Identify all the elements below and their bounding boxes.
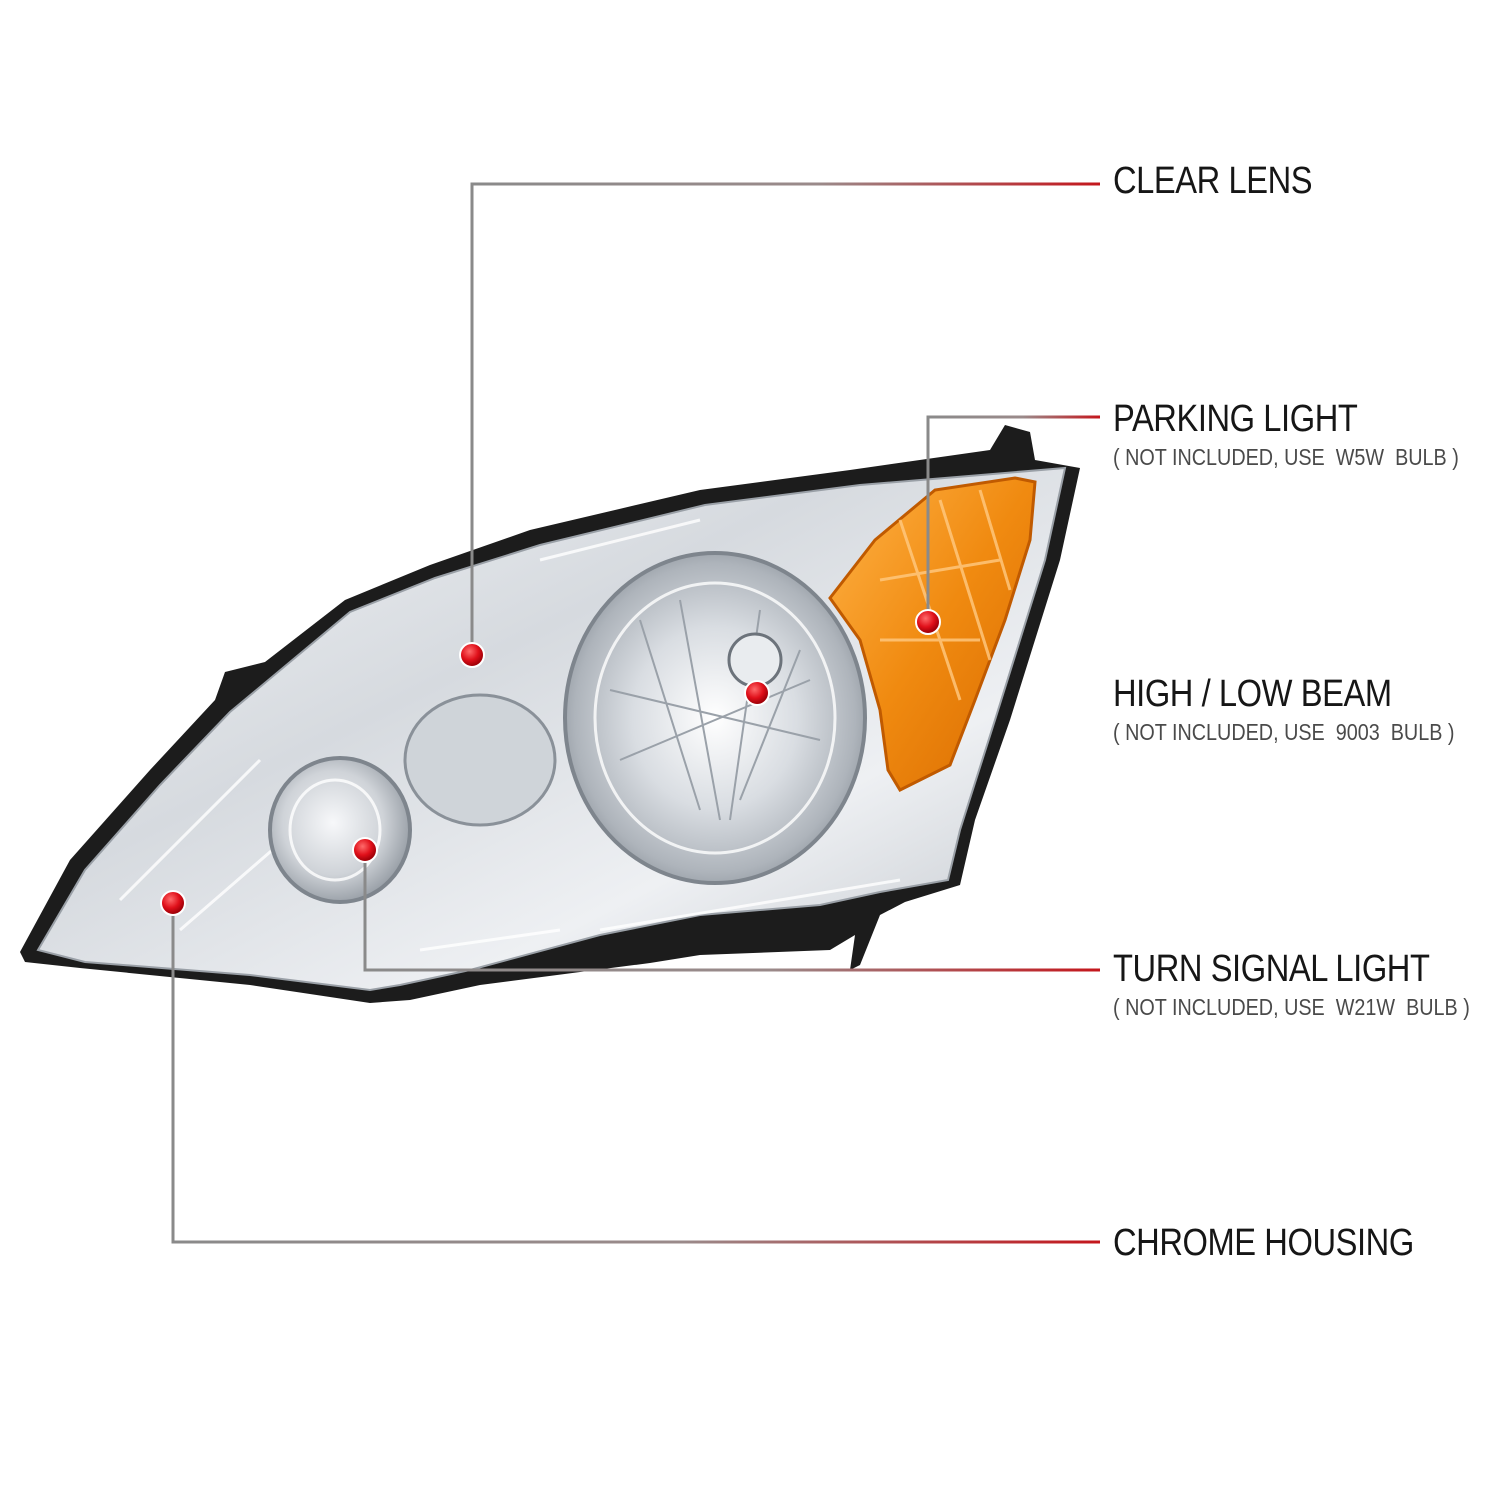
callout-turn-signal-light-subtitle: ( NOT INCLUDED, USE W21W BULB )	[1113, 994, 1470, 1020]
leader-clear-lens	[470, 182, 1100, 655]
beam-facets	[609, 599, 821, 821]
callout-clear-lens-title: CLEAR LENS	[1113, 160, 1313, 202]
turn-signal-inner	[288, 778, 382, 882]
marker-turn-signal-light	[352, 837, 378, 863]
headlight-assembly	[20, 425, 1080, 1003]
callout-chrome-housing-title: CHROME HOUSING	[1113, 1222, 1414, 1264]
leader-lines	[171, 182, 1100, 1244]
marker-parking-light	[915, 609, 941, 635]
marker-chrome-housing	[160, 890, 186, 916]
callout-turn-signal-light-title: TURN SIGNAL LIGHT	[1113, 948, 1430, 990]
callout-parking-light-title: PARKING LIGHT	[1113, 398, 1358, 440]
inner-projector	[403, 693, 557, 827]
leader-parking-light	[926, 415, 1100, 622]
beam-bulb-cap	[727, 632, 783, 688]
marker-dots	[160, 609, 941, 916]
leader-chrome-housing	[171, 903, 1100, 1244]
marker-high-low-beam	[744, 680, 770, 706]
leader-turn-signal-light	[363, 850, 1100, 972]
callout-high-low-beam-title: HIGH / LOW BEAM	[1113, 673, 1392, 715]
reflector-lines	[118, 518, 901, 952]
callout-high-low-beam-subtitle: ( NOT INCLUDED, USE 9003 BULB )	[1113, 719, 1455, 745]
high-low-beam-reflector	[563, 551, 867, 885]
marker-clear-lens	[459, 642, 485, 668]
callout-parking-light-subtitle: ( NOT INCLUDED, USE W5W BULB )	[1113, 444, 1459, 470]
high-low-beam-inner	[593, 581, 837, 855]
